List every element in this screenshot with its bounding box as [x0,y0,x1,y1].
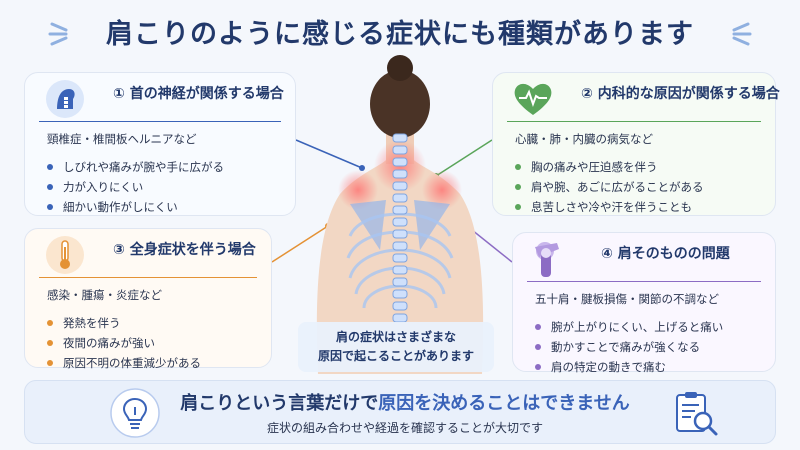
list-item: 胸の痛みや圧迫感を伴う [515,157,704,177]
bullet-dot [47,320,53,326]
caption-line: 原因で起こることがあります [317,349,474,363]
divider [527,281,761,282]
neck-spine-icon [37,79,93,119]
card-shoulder-problem: ④ 肩そのものの問題 五十肩・腱板損傷・関節の不調など 腕が上がりにくい、上げる… [512,232,776,374]
bottom-banner: 肩こりという言葉だけで原因を決めることはできません 症状の組み合わせや経過を確認… [24,380,776,444]
card-systemic-symptoms: ③ 全身症状を伴う場合 感染・腫瘍・炎症など 発熱を伴う 夜間の痛みが強い 原因… [24,228,272,370]
list-item: 細かい動作がしにくい [47,197,224,217]
symptom-list: 発熱を伴う 夜間の痛みが強い 原因不明の体重減少がある [47,313,201,373]
list-item: 肩や腕、あごに広がることがある [515,177,704,197]
card-subtitle: 五十肩・腱板損傷・関節の不調など [535,292,719,306]
center-caption: 肩の症状はさまざまな 原因で起こることがあります [298,322,494,372]
card-internal-cause: ② 内科的な原因が関係する場合 心臓・肺・内臓の病気など 胸の痛みや圧迫感を伴う… [492,72,780,217]
divider [39,277,257,278]
divider [507,121,761,122]
bullet-dot [535,364,541,370]
heart-pulse-icon [505,79,561,119]
symptom-list: しびれや痛みが腕や手に広がる 力が入りにくい 細かい動作がしにくい [47,157,224,217]
bullet-dot [535,324,541,330]
bullet-dot [515,204,521,210]
card-heading: ② 内科的な原因が関係する場合 [581,86,780,102]
bullet-dot [515,164,521,170]
clipboard-search-icon [676,392,718,436]
bullet-dot [515,184,521,190]
list-item: 肩の特定の動きで痛む [535,357,723,377]
thermometer-icon [37,235,93,275]
symptom-list: 胸の痛みや圧迫感を伴う 肩や腕、あごに広がることがある 息苦しさや冷や汗を伴うこ… [515,157,704,217]
accent-lines-icon [48,22,68,46]
list-item: 力が入りにくい [47,177,224,197]
page-title-area: 肩こりのように感じる症状にも種類があります [0,8,800,54]
bottom-subtext: 症状の組み合わせや経過を確認することが大切です [266,421,543,435]
list-item: しびれや痛みが腕や手に広がる [47,157,224,177]
symptom-list: 腕が上がりにくい、上げると痛い 動かすことで痛みが強くなる 肩の特定の動きで痛む [535,317,723,377]
list-item: 原因不明の体重減少がある [47,353,201,373]
card-neck-nerve: ① 首の神経が関係する場合 頸椎症・椎間板ヘルニアなど しびれや痛みが腕や手に広… [24,72,296,216]
bottom-headline: 肩こりという言葉だけで原因を決めることはできません [180,393,630,414]
bullet-dot [47,184,53,190]
list-item: 夜間の痛みが強い [47,333,201,353]
card-heading: ① 首の神経が関係する場合 [113,86,284,102]
bullet-dot [47,360,53,366]
card-subtitle: 頸椎症・椎間板ヘルニアなど [47,132,197,146]
list-item: 動かすことで痛みが強くなる [535,337,723,357]
caption-line: 肩の症状はさまざまな [335,330,456,344]
lightbulb-icon [110,388,160,438]
bullet-dot [535,344,541,350]
shoulder-joint-icon [525,239,581,279]
card-subtitle: 心臓・肺・内臓の病気など [515,132,653,146]
list-item: 腕が上がりにくい、上げると痛い [535,317,723,337]
bullet-dot [47,204,53,210]
list-item: 発熱を伴う [47,313,201,333]
card-subtitle: 感染・腫瘍・炎症など [47,288,162,302]
bullet-dot [47,340,53,346]
list-item: 息苦しさや冷や汗を伴うことも [515,197,704,217]
bullet-dot [47,164,53,170]
accent-lines-icon [732,22,752,46]
back-anatomy-illustration [316,55,484,374]
page-title: 肩こりのように感じる症状にも種類があります [106,18,694,50]
card-heading: ③ 全身症状を伴う場合 [113,242,256,258]
card-heading: ④ 肩そのものの問題 [601,246,730,262]
divider [39,121,281,122]
